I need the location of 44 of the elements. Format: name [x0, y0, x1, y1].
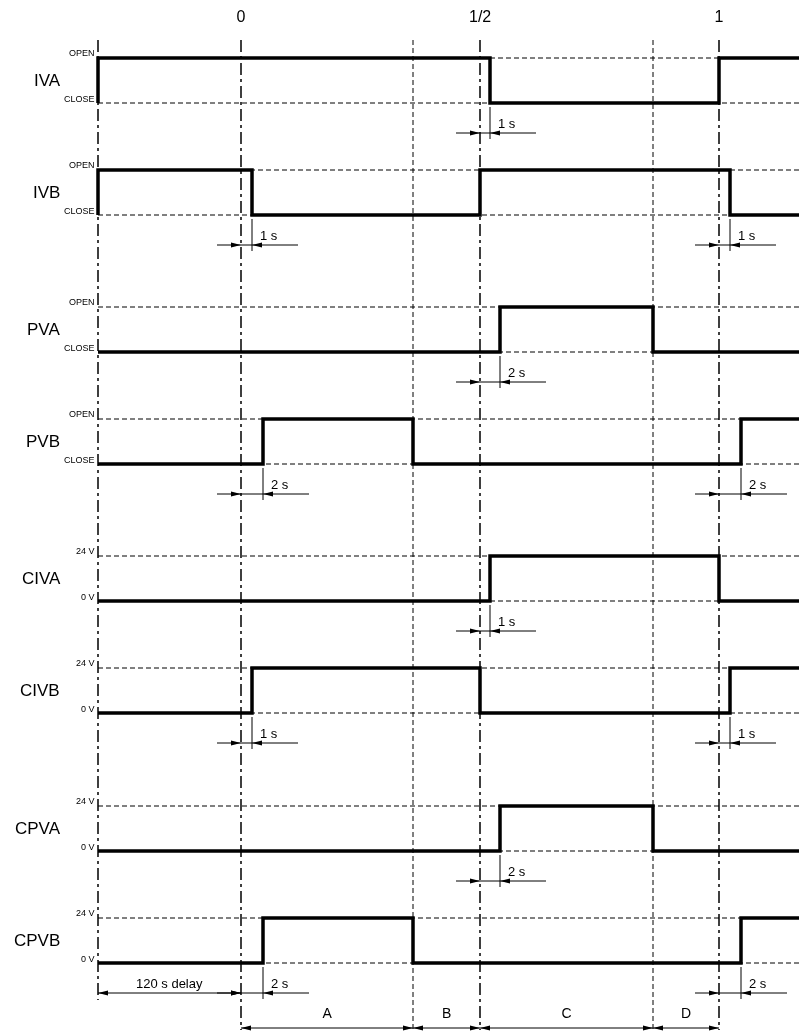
dimension-value: 1 s	[738, 228, 756, 242]
dimension-value: 1 s	[260, 228, 278, 242]
signal-name: IVA	[34, 72, 61, 89]
dimension-value: 1 s	[260, 726, 278, 740]
signal-name: PVB	[26, 433, 61, 450]
dimension-value: 2 s	[271, 976, 289, 990]
level-label: CLOSE	[64, 455, 95, 465]
dimension-value: 2 s	[508, 864, 526, 878]
signal-name: PVA	[27, 321, 60, 338]
dimension-value: 2 s	[508, 365, 526, 379]
phase-label: C	[561, 1006, 572, 1020]
level-label: 0 V	[81, 842, 95, 852]
phase-label: B	[442, 1006, 452, 1020]
time-mark: 1	[714, 9, 724, 25]
time-mark: 0	[236, 9, 246, 25]
dimension-value: 120 s delay	[136, 976, 203, 990]
level-label: 24 V	[76, 658, 95, 668]
level-label: CLOSE	[64, 94, 95, 104]
level-label: OPEN	[69, 409, 95, 419]
level-label: 0 V	[81, 954, 95, 964]
signal-name: CPVB	[14, 932, 61, 949]
dimension-value: 1 s	[498, 614, 516, 628]
signal-name: CIVA	[22, 570, 61, 587]
dimension-value: 2 s	[749, 976, 767, 990]
level-label: 0 V	[81, 704, 95, 714]
signal-name: IVB	[33, 184, 61, 201]
level-label: 24 V	[76, 796, 95, 806]
dimension-value: 2 s	[749, 477, 767, 491]
level-label: OPEN	[69, 297, 95, 307]
level-label: 24 V	[76, 908, 95, 918]
level-label: CLOSE	[64, 206, 95, 216]
level-label: 0 V	[81, 592, 95, 602]
signal-name: CIVB	[20, 682, 60, 699]
dimension-value: 1 s	[738, 726, 756, 740]
dimension-value: 2 s	[271, 477, 289, 491]
time-mark: 1/2	[469, 9, 492, 25]
level-label: OPEN	[69, 48, 95, 58]
signal-name: CPVA	[15, 820, 61, 837]
level-label: OPEN	[69, 160, 95, 170]
dimension-value: 1 s	[498, 116, 516, 130]
phase-label: D	[681, 1006, 692, 1020]
phase-label: A	[322, 1006, 332, 1020]
level-label: 24 V	[76, 546, 95, 556]
level-label: CLOSE	[64, 343, 95, 353]
